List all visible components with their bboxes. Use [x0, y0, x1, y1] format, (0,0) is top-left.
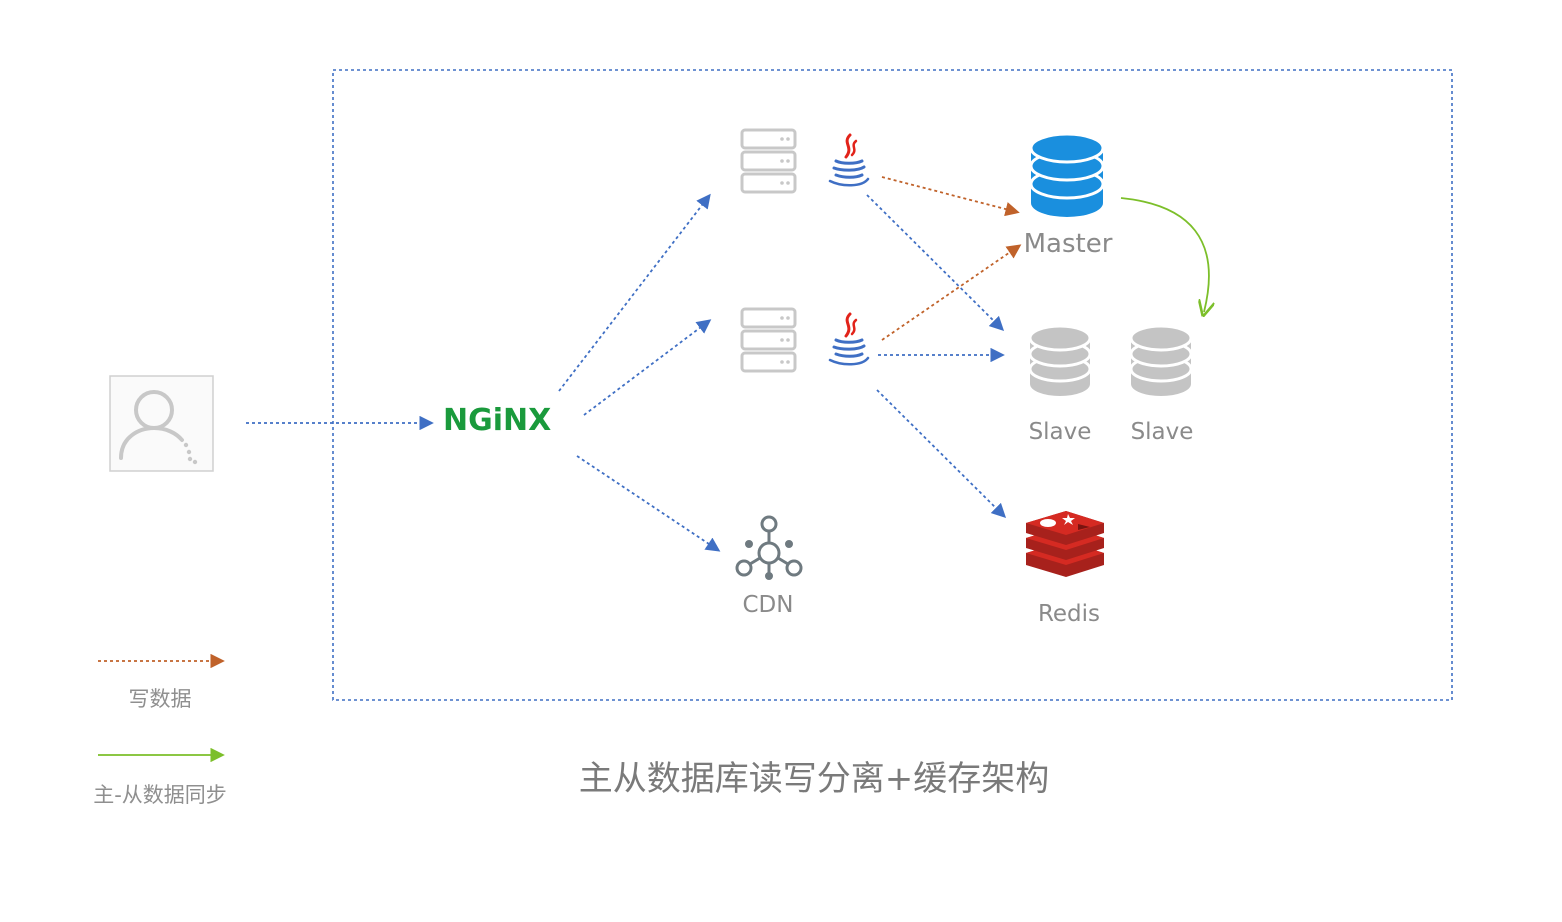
- edge-nginx-cdn: [576, 455, 721, 552]
- edge-app-mid-redis: [876, 389, 1007, 519]
- server-icon: [740, 307, 797, 373]
- master-label: Master: [1024, 229, 1113, 259]
- cdn-label: CDN: [743, 592, 794, 618]
- slave-label: Slave: [1029, 419, 1092, 445]
- redis-icon: [1026, 511, 1104, 577]
- server-icon: [740, 128, 797, 194]
- legend-write-label: 写数据: [129, 687, 192, 711]
- edge-master-slave-sync: [1120, 197, 1209, 312]
- master-database-icon: [1029, 132, 1105, 217]
- diagram-title: 主从数据库读写分离+缓存架构: [579, 759, 1050, 799]
- system-boundary: [332, 69, 1453, 701]
- slave-database-icon: [1028, 324, 1092, 396]
- slave-database-icon: [1129, 324, 1193, 396]
- edge-nginx-server-top: [558, 193, 711, 392]
- redis-label: Redis: [1038, 601, 1100, 627]
- write-edges: [881, 176, 1022, 341]
- nginx-logo: NGiNX: [443, 403, 551, 438]
- legend-sync-label: 主-从数据同步: [93, 783, 227, 807]
- request-edges: [246, 193, 1007, 552]
- edge-app-mid-master: [881, 244, 1022, 341]
- edge-app-top-slave: [866, 194, 1005, 332]
- cdn-network-icon: [735, 515, 803, 580]
- edge-nginx-server-mid: [583, 319, 712, 416]
- java-icon: [828, 133, 870, 187]
- edge-app-top-master: [881, 176, 1020, 217]
- user-avatar-icon: [109, 375, 214, 472]
- slave-label: Slave: [1131, 419, 1194, 445]
- java-icon: [828, 312, 870, 366]
- legend: 写数据 主-从数据同步: [93, 653, 227, 807]
